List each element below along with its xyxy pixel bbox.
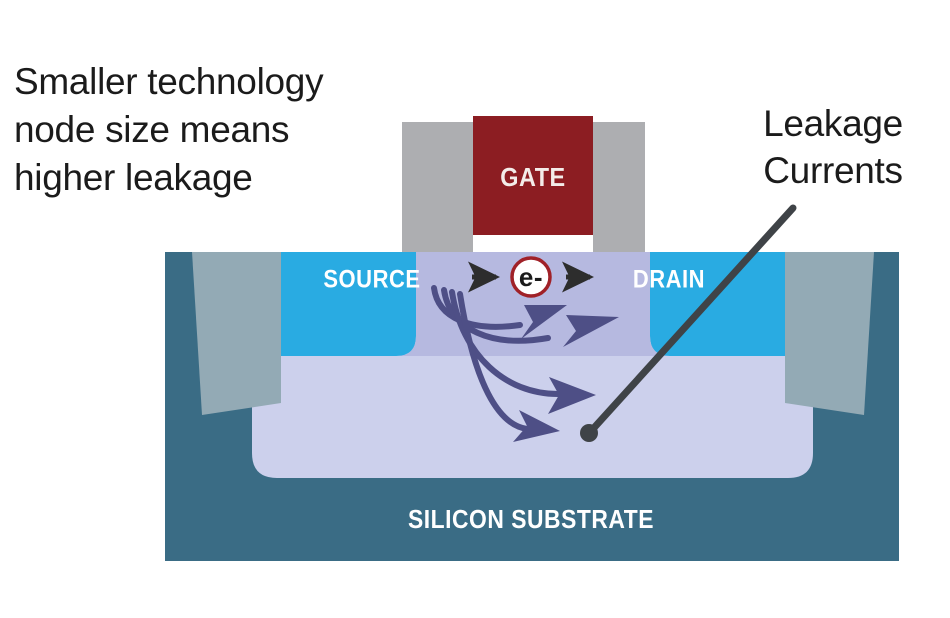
leakage-currents-caption: Leakage Currents (726, 100, 940, 194)
leakage-callout-dot (580, 424, 598, 442)
electron-marker: e- (510, 256, 552, 298)
gate-oxide-region (473, 235, 593, 252)
leakage-arrow-path-3 (449, 289, 561, 397)
caption-line-1: Smaller technology (14, 61, 324, 102)
drain-label: DRAIN (633, 265, 705, 293)
smaller-node-caption: Smaller technology node size means highe… (14, 58, 394, 202)
gate-region (473, 116, 593, 235)
leakage-current-arrows (431, 285, 561, 432)
leakage-arrow-path-4 (457, 291, 531, 432)
leakage-arrowhead-2 (563, 315, 619, 347)
electron-label: e- (519, 262, 543, 292)
source-label: SOURCE (323, 265, 420, 293)
leakage-arrow-path-2 (441, 287, 551, 344)
electron-circle (510, 256, 552, 298)
spacer-left (402, 122, 473, 252)
sti-right-region (785, 252, 874, 415)
leakage-caption-line-2: Currents (763, 150, 903, 191)
caption-line-2: node size means (14, 109, 290, 150)
leakage-arrowhead-3 (548, 377, 596, 414)
leakage-caption-line-1: Leakage (763, 103, 903, 144)
caption-line-3: higher leakage (14, 157, 253, 198)
sti-left-region (192, 252, 281, 415)
silicon-substrate-label: SILICON SUBSTRATE (408, 506, 654, 535)
leakage-arrowheads (513, 305, 619, 442)
gate-label: GATE (500, 164, 565, 192)
spacer-right (593, 122, 645, 252)
leakage-arrowhead-4 (513, 410, 560, 442)
leakage-callout-line (588, 204, 797, 434)
leakage-arrowhead-1 (521, 305, 567, 339)
